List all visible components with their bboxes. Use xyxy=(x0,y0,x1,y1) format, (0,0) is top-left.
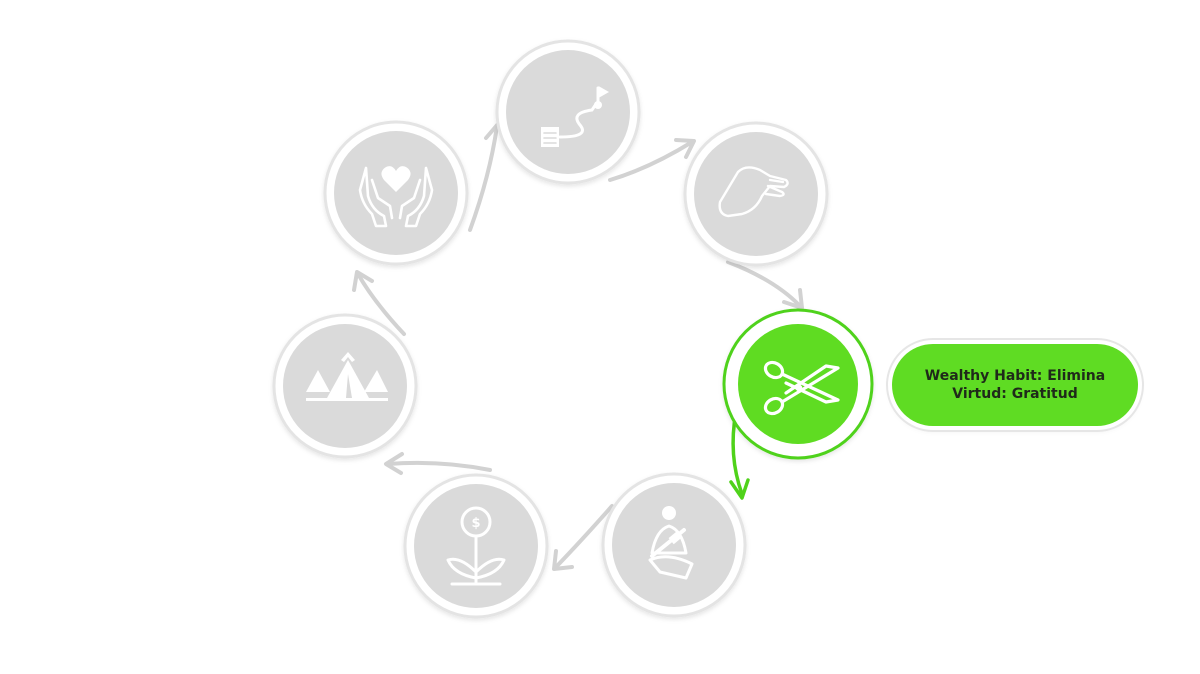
node-seatbelt[interactable] xyxy=(601,472,747,618)
node-scissors[interactable] xyxy=(722,308,874,460)
tents-icon xyxy=(306,352,388,401)
node-pinch[interactable] xyxy=(683,121,829,267)
node-tents[interactable] xyxy=(272,313,418,459)
hands-heart-icon xyxy=(358,166,434,228)
habit-label: Wealthy Habit: Elimina xyxy=(924,368,1106,384)
arrow-tents-to-hands xyxy=(352,270,406,336)
node-roadmap[interactable] xyxy=(495,39,641,185)
svg-text:$: $ xyxy=(471,516,480,531)
arrow-plant-to-tents xyxy=(384,452,492,475)
arrow-pinch-to-scissors xyxy=(726,260,804,310)
pinch-hand-icon xyxy=(718,166,789,218)
scissors-icon xyxy=(763,360,840,416)
info-pill: Wealthy Habit: Elimina Virtud: Gratitud xyxy=(892,344,1138,426)
arrow-hands-to-roadmap xyxy=(468,122,508,232)
arrow-roadmap-to-pinch xyxy=(608,138,696,182)
money-plant-icon: $ xyxy=(446,506,506,586)
node-hands-heart[interactable] xyxy=(323,120,469,266)
seatbelt-icon xyxy=(648,506,694,580)
node-money-plant[interactable]: $ xyxy=(403,473,549,619)
roadmap-icon xyxy=(541,86,610,147)
arrow-seatbelt-to-plant xyxy=(552,504,614,571)
virtue-label: Virtud: Gratitud xyxy=(952,386,1078,402)
